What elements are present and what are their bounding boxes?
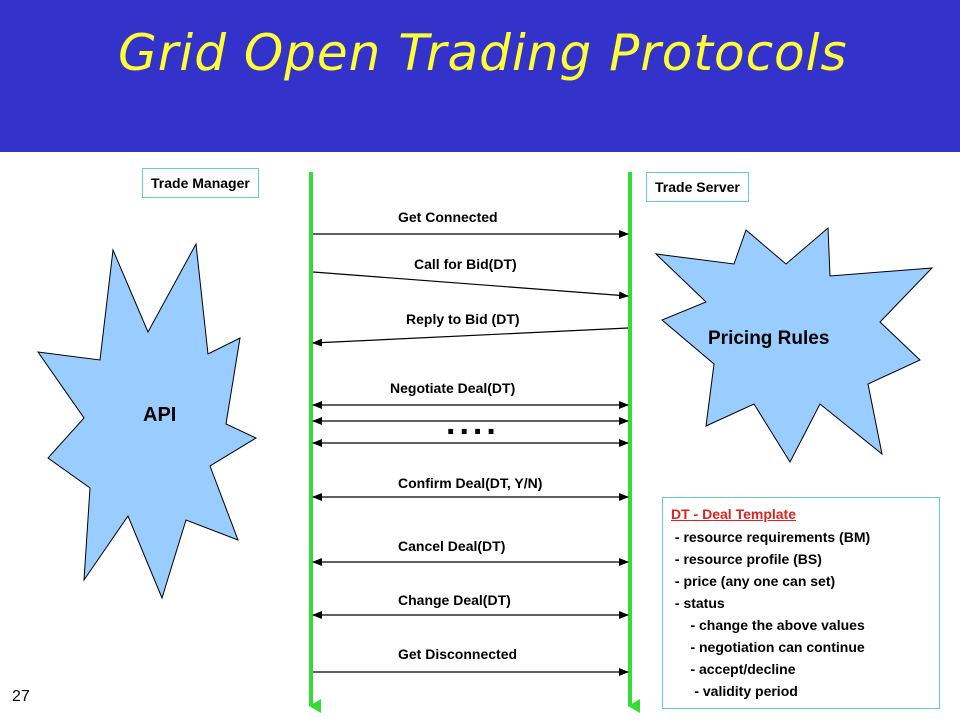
message-get-connected: Get Connected xyxy=(398,209,498,225)
repeat-ellipsis: .... xyxy=(446,404,500,442)
message-cancel-deal: Cancel Deal(DT) xyxy=(398,538,506,554)
trade-manager-label: Trade Manager xyxy=(142,168,259,198)
slide-title: Grid Open Trading Protocols xyxy=(118,24,848,82)
deal-template-line: - negotiation can continue xyxy=(671,639,865,655)
message-call-for-bid: Call for Bid(DT) xyxy=(414,256,517,272)
message-reply-to-bid: Reply to Bid (DT) xyxy=(406,311,520,327)
message-confirm-deal: Confirm Deal(DT, Y/N) xyxy=(398,475,543,491)
api-burst-shape xyxy=(36,242,258,600)
deal-template-line: - resource profile (BS) xyxy=(671,551,822,567)
deal-template-title: DT - Deal Template xyxy=(671,506,796,522)
arrow-call-for-bid xyxy=(312,271,629,300)
pricing-rules-label: Pricing Rules xyxy=(708,328,830,349)
pricing-rules-burst-shape xyxy=(654,226,934,464)
deal-template-line: - status xyxy=(671,595,725,611)
deal-template-line: - validity period xyxy=(671,683,798,699)
arrow-reply-to-bid xyxy=(312,327,629,347)
deal-template-line: - price (any one can set) xyxy=(671,573,836,589)
message-negotiate-deal: Negotiate Deal(DT) xyxy=(390,380,516,396)
title-banner xyxy=(0,0,960,152)
deal-template-box: DT - Deal Template - resource requiremen… xyxy=(662,497,940,709)
api-label: API xyxy=(143,404,177,426)
message-change-deal: Change Deal(DT) xyxy=(398,592,511,608)
page-number: 27 xyxy=(12,688,30,705)
deal-template-line: - resource requirements (BM) xyxy=(671,529,871,545)
deal-template-line: - change the above values xyxy=(671,617,865,633)
trade-server-label: Trade Server xyxy=(646,172,749,202)
message-get-disconnected: Get Disconnected xyxy=(398,646,518,662)
deal-template-line: - accept/decline xyxy=(671,661,796,677)
